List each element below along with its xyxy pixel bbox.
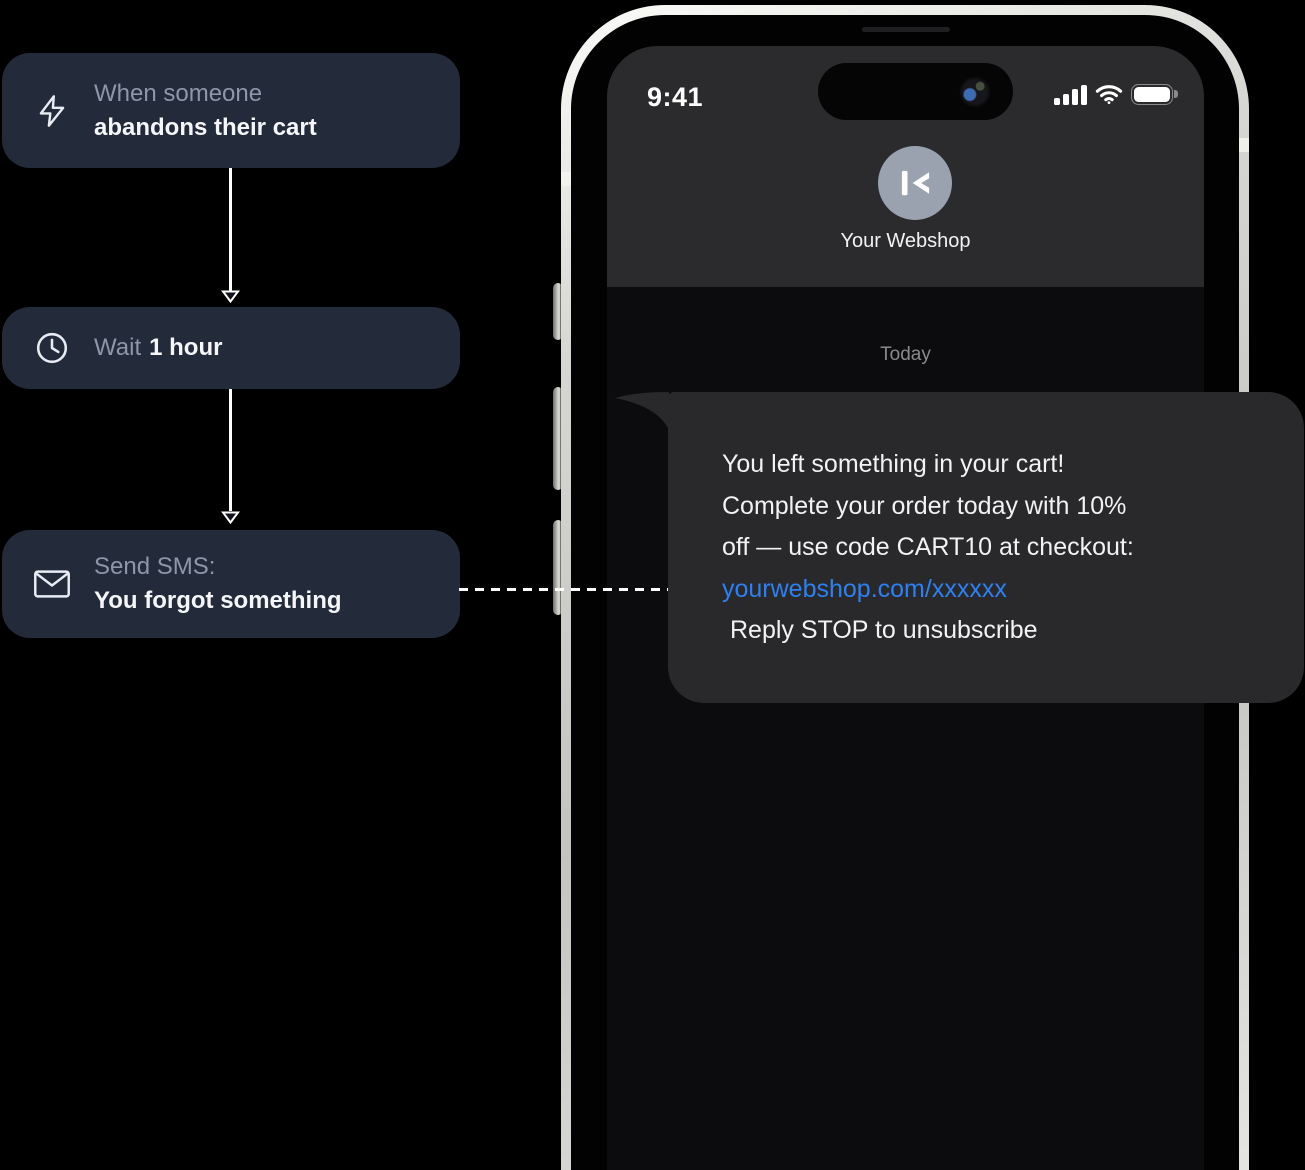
flow-step-sms-label-line2: You forgot something: [94, 587, 342, 614]
phone-volume-down-button: [553, 520, 563, 615]
sms-text-line: off — use code CART10 at checkout:: [722, 533, 1134, 561]
envelope-icon: [32, 564, 72, 604]
sms-unsubscribe-line: Reply STOP to unsubscribe: [730, 616, 1038, 644]
flow-step-trigger-label-line2: abandons their cart: [94, 113, 317, 141]
front-camera: [959, 76, 991, 108]
arrowhead-icon: [221, 511, 240, 524]
dashed-connector-line: [459, 588, 668, 591]
sms-text-line: You left something in your cart!: [722, 450, 1065, 478]
flow-step-wait-value: 1 hour: [149, 334, 223, 361]
flow-step-send-sms[interactable]: Send SMS: You forgot something: [2, 530, 460, 638]
flow-step-wait-label: Wait: [94, 334, 142, 361]
message-link[interactable]: yourwebshop.com/xxxxxx: [722, 574, 1007, 603]
dynamic-island: [818, 63, 1013, 120]
flow-step-sms-label-line1: Send SMS:: [94, 553, 216, 580]
battery-icon: [1131, 84, 1178, 105]
arrowhead-icon: [221, 290, 240, 303]
flow-step-wait[interactable]: Wait 1 hour: [2, 307, 460, 389]
sms-message-bubble: You left something in your cart! Complet…: [668, 392, 1304, 703]
phone-volume-up-button: [553, 387, 563, 490]
conversation-date-label: Today: [880, 344, 931, 365]
contact-name: Your Webshop: [840, 230, 971, 252]
phone-action-button: [553, 283, 563, 340]
bubble-tail: [615, 392, 669, 430]
avatar: [878, 146, 952, 220]
antenna-band: [561, 172, 571, 186]
antenna-band: [1239, 138, 1249, 152]
clock-icon: [32, 328, 72, 368]
messages-header: 9:41: [607, 46, 1204, 287]
status-time: 9:41: [647, 82, 704, 112]
speaker-slot: [862, 27, 950, 32]
flow-step-trigger-label-line1: When someone: [94, 79, 263, 107]
sms-text-line: Complete your order today with 10%: [722, 491, 1127, 520]
flow-step-trigger[interactable]: When someone abandons their cart: [2, 53, 460, 168]
cellular-signal-icon: [1054, 84, 1087, 105]
lightning-bolt-icon: [32, 91, 72, 131]
status-bar: 9:41: [607, 82, 1204, 112]
klaviyo-flag-logo-icon: [901, 170, 930, 196]
wifi-icon: [1095, 85, 1123, 104]
